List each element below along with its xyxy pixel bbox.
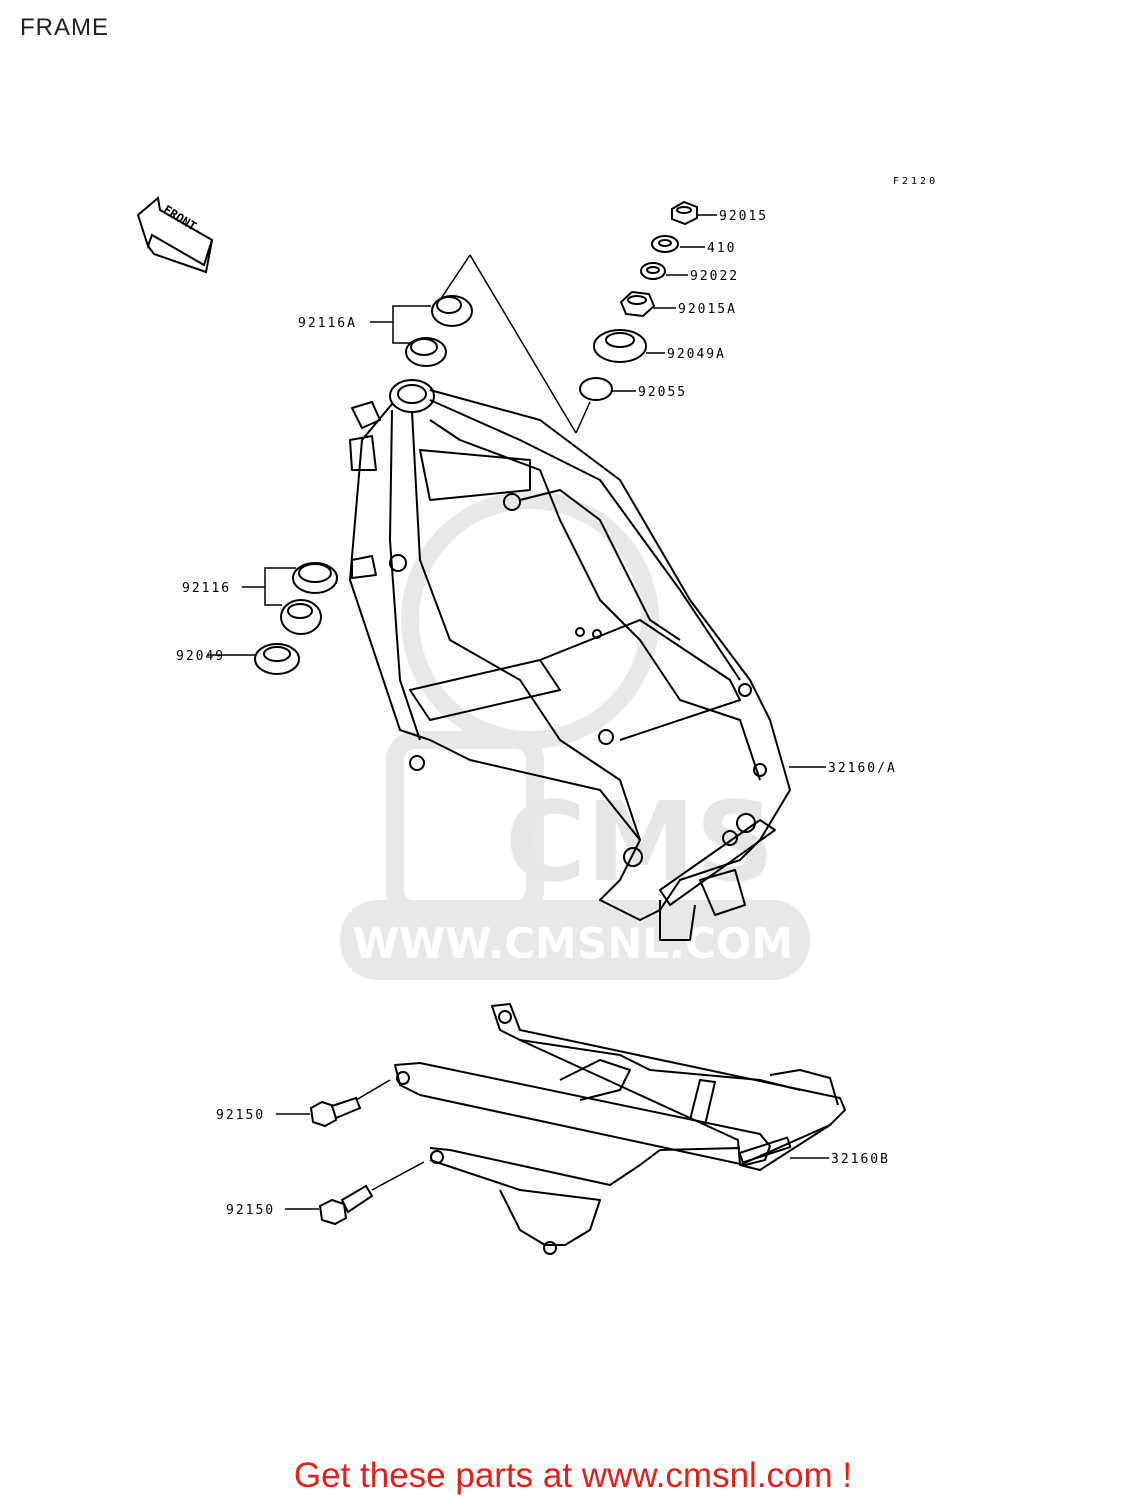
leader-lines <box>207 214 829 1210</box>
promo-banner: Get these parts at www.cmsnl.com ! <box>0 1456 1146 1496</box>
diagram-code: F2120 <box>893 176 938 187</box>
watermark: CMS WWW.CMSNL.COM <box>340 491 810 980</box>
leader-brackets <box>242 254 591 606</box>
part-label: 92049 <box>176 649 225 664</box>
page-title: FRAME <box>20 14 109 41</box>
part-label: 410 <box>707 241 736 256</box>
promo-link[interactable]: Get these parts at www.cmsnl.com ! <box>293 1456 853 1495</box>
part-label: 92015 <box>719 209 768 224</box>
part-label: 92049A <box>667 347 726 362</box>
main-frame <box>349 379 791 941</box>
part-label: 92150 <box>216 1108 265 1123</box>
watermark-text: WWW.CMSNL.COM <box>353 919 794 968</box>
bolt-icons <box>309 1096 374 1226</box>
part-label: 32160/A <box>828 761 897 776</box>
part-label: 32160B <box>831 1152 890 1167</box>
part-label: 92055 <box>638 385 687 400</box>
part-label: 92022 <box>690 269 739 284</box>
part-labels: 92015 410 92022 92015A 92049A 92055 9211… <box>176 209 897 1218</box>
sub-frame <box>394 1003 846 1255</box>
steering-stem-parts <box>254 200 698 675</box>
part-label: 92116A <box>298 316 357 331</box>
part-label: 92015A <box>678 302 737 317</box>
part-label: 92116 <box>182 581 231 596</box>
front-arrow-icon: FRONT <box>136 196 214 274</box>
part-label: 92150 <box>226 1203 275 1218</box>
